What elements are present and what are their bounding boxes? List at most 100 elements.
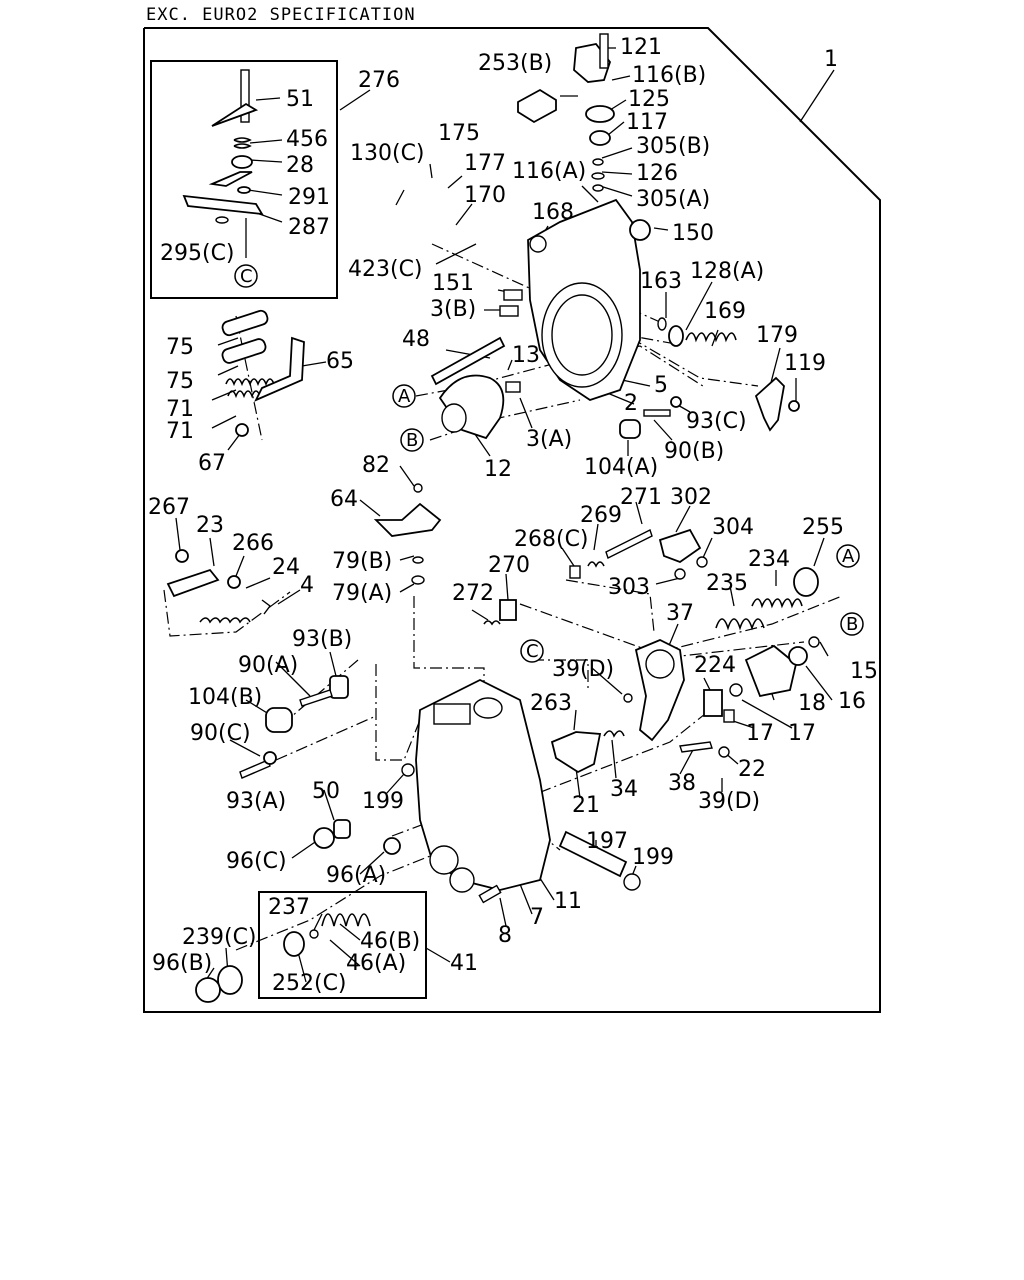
callout-168: 168 — [532, 200, 574, 225]
callout-4: 4 — [300, 573, 314, 598]
inset-box-41 — [258, 891, 427, 999]
callout-46a: 46(A) — [346, 951, 406, 976]
callout-151: 151 — [432, 271, 474, 296]
callout-3b: 3(B) — [430, 297, 476, 322]
callout-130c: 130(C) — [350, 141, 425, 166]
callout-24: 24 — [272, 555, 300, 580]
callout-295c: 295(C) — [160, 241, 235, 266]
callout-276: 276 — [358, 68, 400, 93]
callout-268c: 268(C) — [514, 527, 589, 552]
callout-150: 150 — [672, 221, 714, 246]
callout-125: 125 — [628, 87, 670, 112]
outer-frame — [143, 27, 881, 1013]
callout-237: 237 — [268, 895, 310, 920]
marker-a-circle-1 — [392, 384, 416, 408]
callout-1: 1 — [824, 47, 838, 72]
callout-287: 287 — [288, 215, 330, 240]
diagram-title: EXC. EURO2 SPECIFICATION — [146, 5, 416, 25]
callout-labels: 1 121 253(B) 116(B) 125 117 305(B) 126 1… — [148, 35, 878, 996]
callout-117: 117 — [626, 110, 668, 135]
callout-67: 67 — [198, 451, 226, 476]
marker-b-text-1: B — [406, 430, 418, 451]
callout-263: 263 — [530, 691, 572, 716]
callout-22: 22 — [738, 757, 766, 782]
callout-199a: 199 — [362, 789, 404, 814]
callout-71b: 71 — [166, 419, 194, 444]
callout-93a: 93(A) — [226, 789, 286, 814]
callout-65: 65 — [326, 349, 354, 374]
callout-267: 267 — [148, 495, 190, 520]
callout-16: 16 — [838, 689, 866, 714]
callout-51: 51 — [286, 87, 314, 112]
callout-90a: 90(A) — [238, 653, 298, 678]
callout-17a: 17 — [746, 721, 774, 746]
callout-71a: 71 — [166, 397, 194, 422]
callout-456: 456 — [286, 127, 328, 152]
callout-28: 28 — [286, 153, 314, 178]
marker-c-circle-2 — [520, 639, 544, 663]
callout-39d1: 39(D) — [552, 657, 614, 682]
callout-304: 304 — [712, 515, 754, 540]
callout-175: 175 — [438, 121, 480, 146]
callout-79b: 79(B) — [332, 549, 392, 574]
callout-179: 179 — [756, 323, 798, 348]
marker-a-circle-2 — [836, 544, 860, 568]
callout-7: 7 — [530, 905, 544, 930]
callout-266: 266 — [232, 531, 274, 556]
callout-46b: 46(B) — [360, 929, 420, 954]
callout-235: 235 — [706, 571, 748, 596]
callout-79a: 79(A) — [332, 581, 392, 606]
callout-39d2: 39(D) — [698, 789, 760, 814]
callout-64: 64 — [330, 487, 358, 512]
callout-104b: 104(B) — [188, 685, 262, 710]
callout-423c: 423(C) — [348, 257, 423, 282]
callout-50: 50 — [312, 779, 340, 804]
callout-15: 15 — [850, 659, 878, 684]
callout-119: 119 — [784, 351, 826, 376]
callout-82: 82 — [362, 453, 390, 478]
callout-41: 41 — [450, 951, 478, 976]
callout-2: 2 — [624, 391, 638, 416]
reference-markers: C A B A B C — [234, 264, 864, 663]
callout-303: 303 — [608, 575, 650, 600]
marker-a-text-2: A — [842, 546, 855, 567]
callout-239c: 239(C) — [182, 925, 257, 950]
callout-177: 177 — [464, 151, 506, 176]
callout-252c: 252(C) — [272, 971, 347, 996]
callout-90b: 90(B) — [664, 439, 724, 464]
part-glyphs — [166, 33, 820, 1003]
callout-96c: 96(C) — [226, 849, 287, 874]
callout-128a: 128(A) — [690, 259, 764, 284]
callout-48: 48 — [402, 327, 430, 352]
callout-302: 302 — [670, 485, 712, 510]
marker-b-text-2: B — [846, 614, 858, 635]
callout-17b: 17 — [788, 721, 816, 746]
callout-75a: 75 — [166, 335, 194, 360]
callout-270: 270 — [488, 553, 530, 578]
callout-11: 11 — [554, 889, 582, 914]
marker-c-text-2: C — [526, 641, 539, 662]
callout-3a: 3(A) — [526, 427, 572, 452]
callout-121: 121 — [620, 35, 662, 60]
marker-b-circle-1 — [400, 428, 424, 452]
callout-5: 5 — [654, 373, 668, 398]
marker-a-text-1: A — [398, 386, 411, 407]
callout-104a: 104(A) — [584, 455, 658, 480]
callout-38: 38 — [668, 771, 696, 796]
callout-291: 291 — [288, 185, 330, 210]
marker-b-circle-2 — [840, 612, 864, 636]
callout-170: 170 — [464, 183, 506, 208]
callout-253b: 253(B) — [478, 51, 552, 76]
callout-305a: 305(A) — [636, 187, 710, 212]
callout-96a: 96(A) — [326, 863, 386, 888]
callout-23: 23 — [196, 513, 224, 538]
callout-21: 21 — [572, 793, 600, 818]
callout-116a: 116(A) — [512, 159, 586, 184]
callout-197: 197 — [586, 829, 628, 854]
callout-126: 126 — [636, 161, 678, 186]
callout-34: 34 — [610, 777, 638, 802]
callout-75b: 75 — [166, 369, 194, 394]
callout-169: 169 — [704, 299, 746, 324]
callout-224: 224 — [694, 653, 736, 678]
marker-c-text-1: C — [240, 266, 253, 287]
